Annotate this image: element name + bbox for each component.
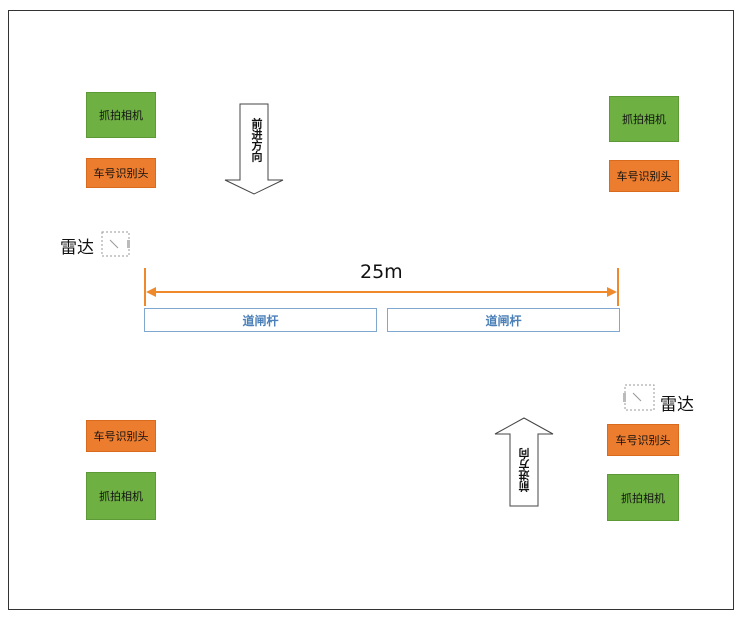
reader-bottom-right: 车号识别头 — [607, 424, 679, 456]
camera-top-left-label: 抓拍相机 — [99, 109, 143, 122]
radar-label-right: 雷达 — [660, 395, 694, 415]
radar-icon — [623, 384, 655, 411]
camera-top-right: 抓拍相机 — [609, 96, 679, 142]
camera-bottom-left-label: 抓拍相机 — [99, 490, 143, 503]
reader-top-left: 车号识别头 — [86, 158, 156, 188]
diagram-frame — [8, 10, 734, 610]
radar-label-left: 雷达 — [60, 238, 94, 258]
dimension-line — [144, 268, 619, 306]
gate-bar-left: 道闸杆 — [144, 308, 377, 332]
camera-top-left: 抓拍相机 — [86, 92, 156, 138]
reader-top-right: 车号识别头 — [609, 160, 679, 192]
camera-bottom-right: 抓拍相机 — [607, 474, 679, 521]
camera-bottom-left: 抓拍相机 — [86, 472, 156, 520]
camera-top-right-label: 抓拍相机 — [622, 113, 666, 126]
direction-label-bottom: 前进方向 — [518, 448, 531, 492]
gate-bar-right-label: 道闸杆 — [485, 313, 522, 328]
reader-top-right-label: 车号识别头 — [616, 170, 672, 183]
direction-label-top: 前进方向 — [250, 118, 263, 162]
arrow-up-icon — [494, 417, 554, 507]
distance-label: 25m — [360, 261, 403, 283]
gate-bar-right: 道闸杆 — [387, 308, 620, 332]
camera-bottom-right-label: 抓拍相机 — [621, 491, 665, 505]
reader-bottom-right-label: 车号识别头 — [615, 434, 671, 447]
reader-bottom-left-label: 车号识别头 — [93, 430, 149, 443]
gate-bar-left-label: 道闸杆 — [242, 313, 279, 328]
reader-top-left-label: 车号识别头 — [93, 167, 149, 180]
reader-bottom-left: 车号识别头 — [86, 420, 156, 452]
arrow-down-icon — [224, 103, 284, 195]
radar-icon — [101, 231, 130, 257]
